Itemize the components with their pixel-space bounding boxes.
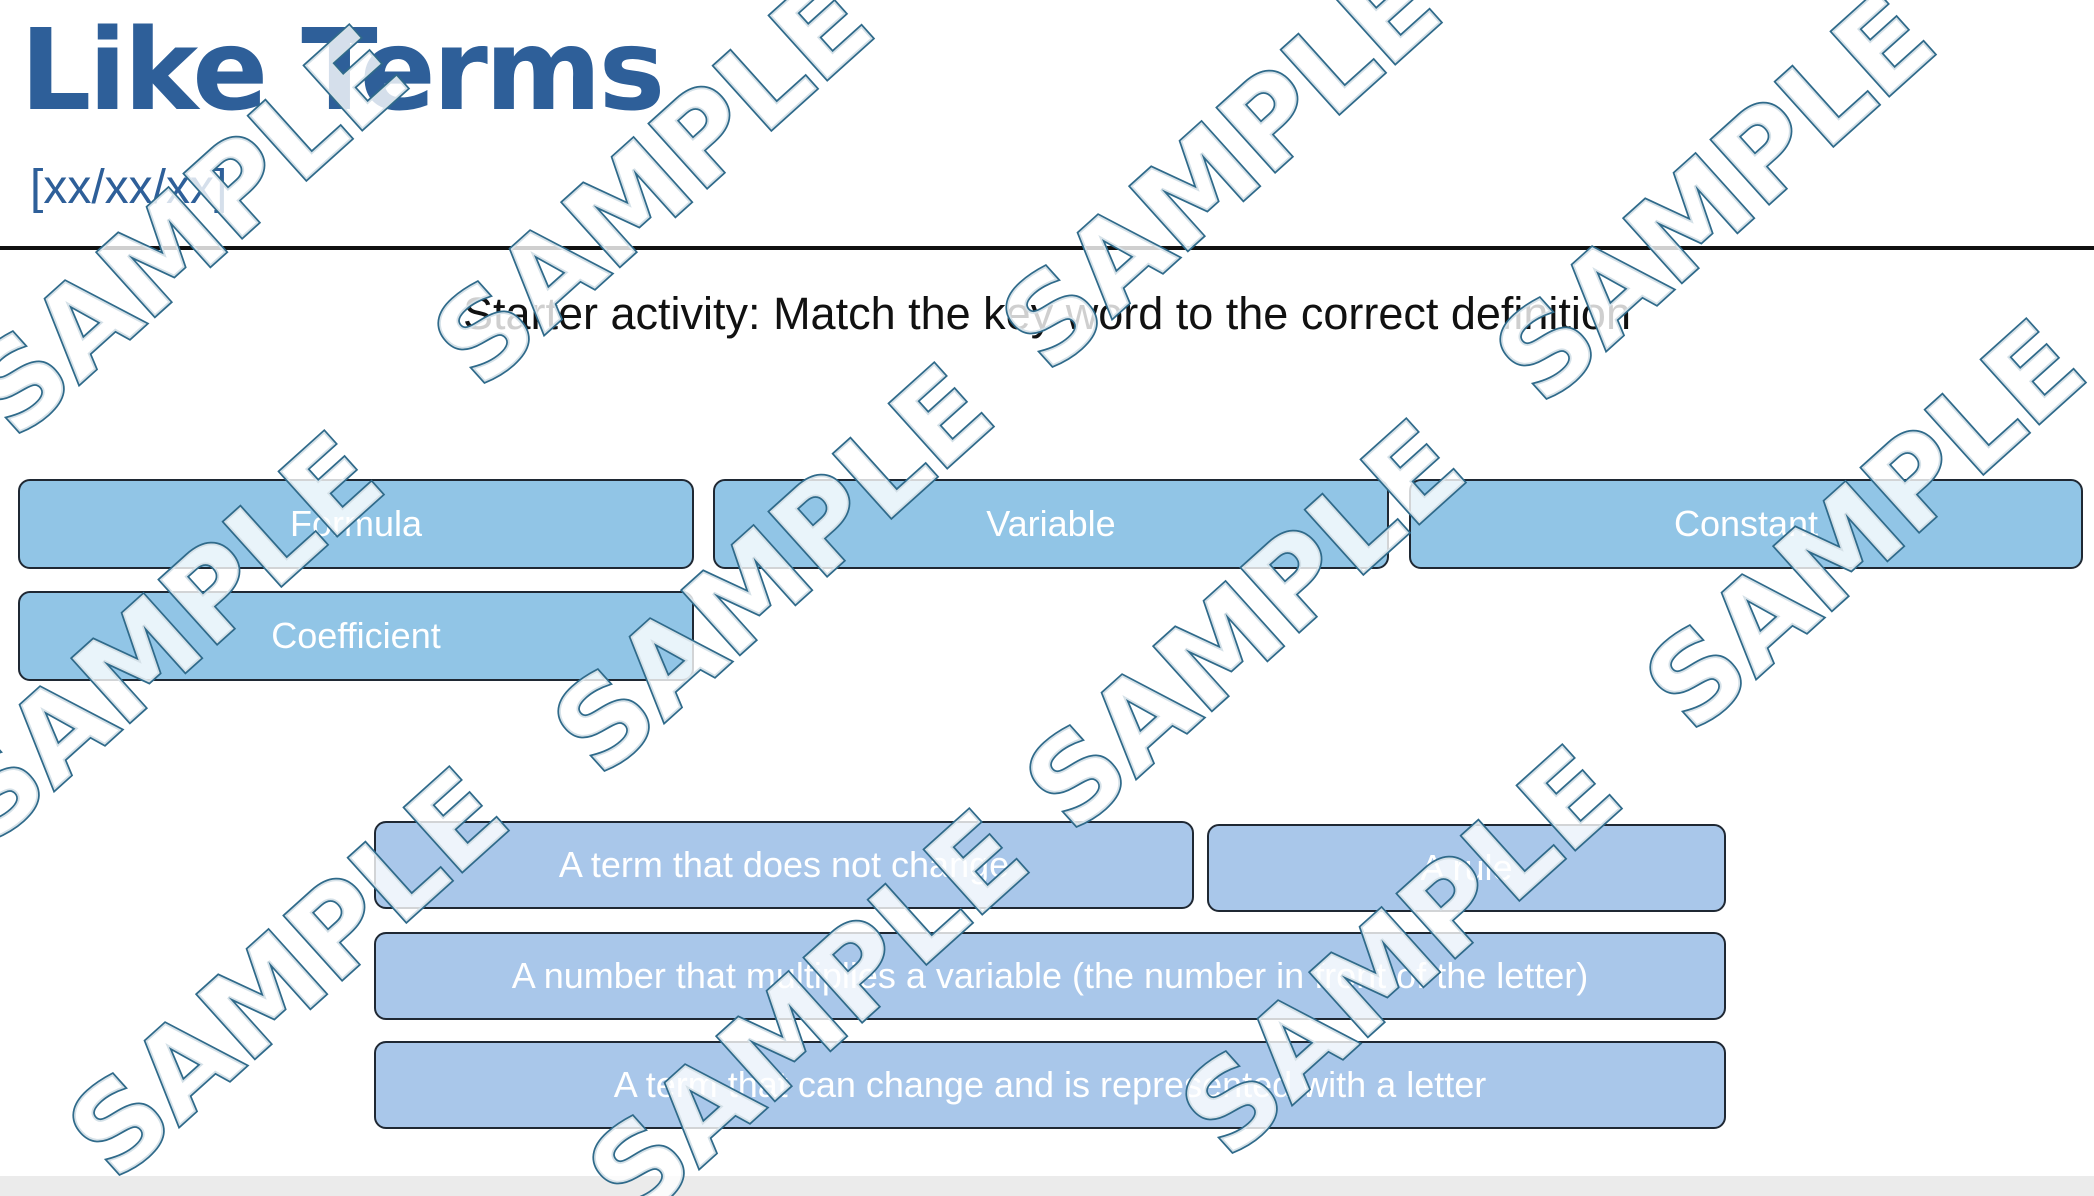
- watermark-text: SAMPLE: [1469, 0, 1960, 428]
- key-word-card-formula[interactable]: Formula: [18, 479, 694, 569]
- definition-card-variable-letter[interactable]: A term that can change and is represente…: [374, 1041, 1726, 1129]
- definition-card-multiplier[interactable]: A number that multiplies a variable (the…: [374, 932, 1726, 1020]
- watermark-text: SAMPLE: [527, 339, 1018, 800]
- slide-bottom-band: [0, 1176, 2094, 1196]
- instruction-text: Starter activity: Match the key word to …: [462, 288, 1631, 339]
- key-word-card-constant[interactable]: Constant: [1409, 479, 2083, 569]
- key-word-card-variable[interactable]: Variable: [713, 479, 1389, 569]
- definition-card-no-change[interactable]: A term that does not change: [374, 821, 1194, 909]
- watermark-text: SAMPLE: [999, 395, 1490, 856]
- key-word-card-coefficient[interactable]: Coefficient: [18, 591, 694, 681]
- title-divider: [0, 246, 2094, 250]
- slide-title: Like Terms: [20, 6, 665, 136]
- definition-card-rule[interactable]: A rule: [1207, 824, 1726, 912]
- date-placeholder: [xx/xx/xx]: [30, 161, 228, 214]
